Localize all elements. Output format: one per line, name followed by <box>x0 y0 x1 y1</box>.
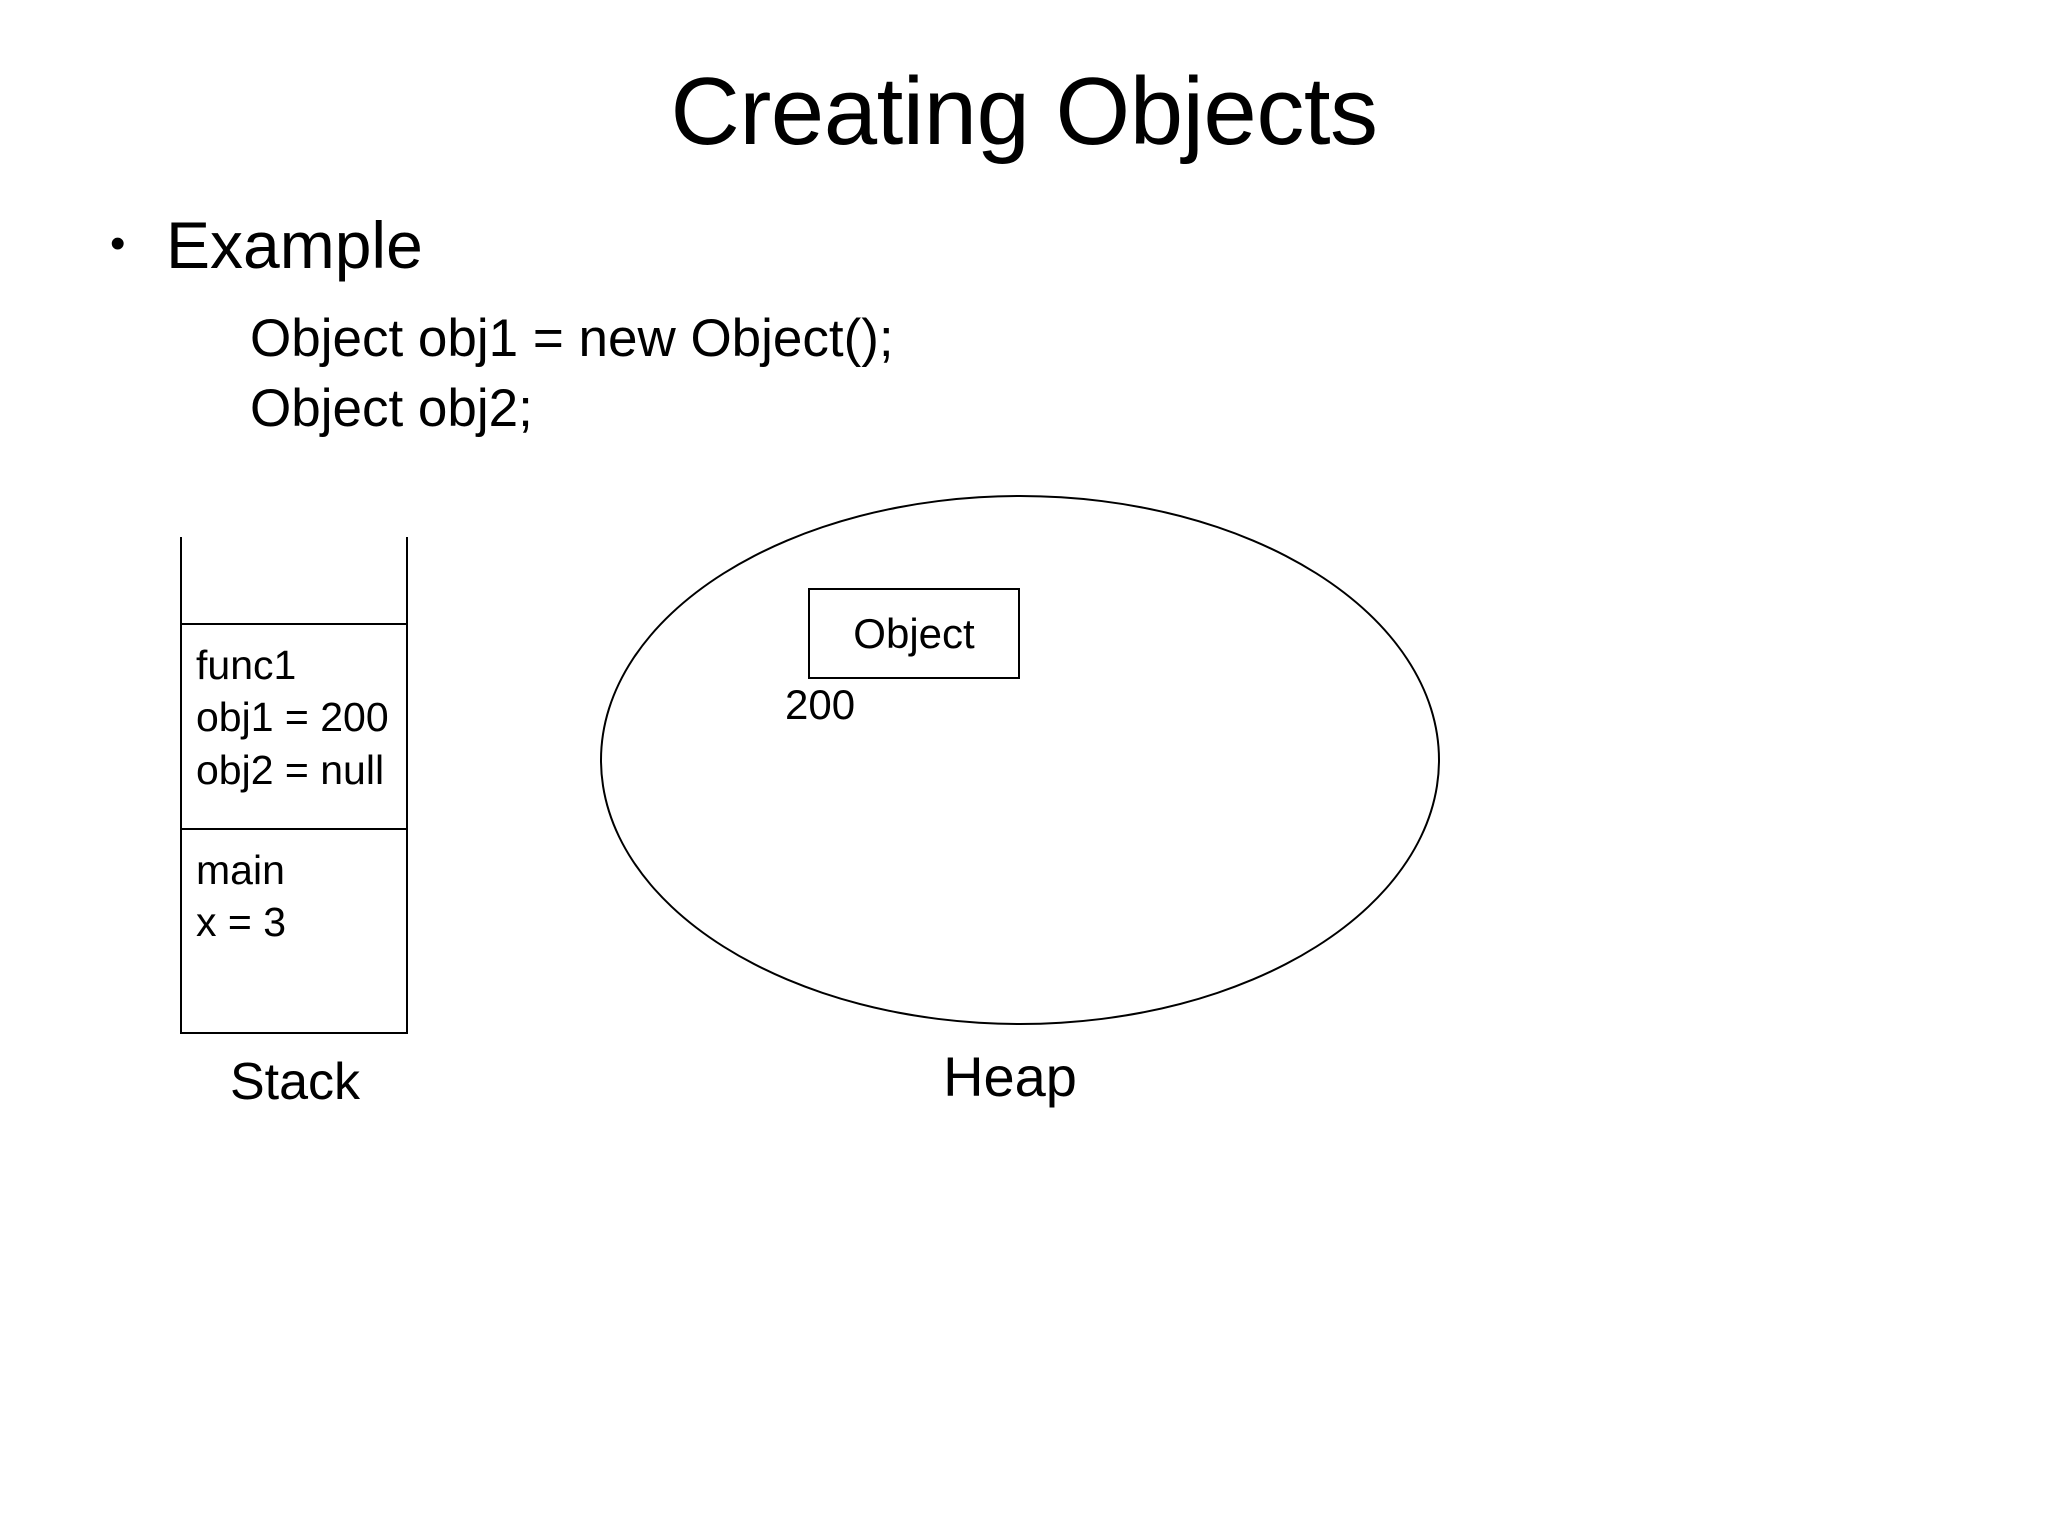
stack-frame-main-name: main <box>196 847 285 893</box>
heap-outline-ellipse <box>600 495 1440 1025</box>
stack-frame-func1-var-obj2: obj2 = null <box>196 746 385 793</box>
stack-frame-main: main x = 3 <box>196 844 402 949</box>
heap-object-box: Object <box>808 588 1020 679</box>
stack-diagram: func1 obj1 = 200 obj2 = null main x = 3 <box>180 537 408 1034</box>
code-line-1: Object obj1 = new Object(); <box>250 309 894 368</box>
page-title: Creating Objects <box>670 58 1378 165</box>
stack-frame-divider <box>180 623 408 625</box>
stack-outline <box>180 537 408 1034</box>
code-sample: Object obj1 = new Object(); Object obj2; <box>250 304 894 444</box>
stack-caption: Stack <box>229 1053 361 1111</box>
stack-frame-main-var-x: x = 3 <box>196 899 287 946</box>
heap-caption: Heap <box>943 1045 1077 1108</box>
code-line-2: Object obj2; <box>250 378 533 438</box>
stack-frame-func1: func1 obj1 = 200 obj2 = null <box>196 639 402 796</box>
stack-frame-divider <box>180 828 408 830</box>
heap-object-address-label: 200 <box>785 681 856 728</box>
stack-frame-func1-var-obj1: obj1 = 200 <box>196 694 389 741</box>
bullet-list: • Example <box>110 212 1310 278</box>
heap-diagram: Object 200 <box>600 495 1440 1035</box>
list-item: • Example <box>110 212 1310 278</box>
bullet-item-label: Example <box>166 208 423 282</box>
bullet-marker-icon: • <box>110 219 126 268</box>
stack-frame-func1-name: func1 <box>196 642 297 688</box>
